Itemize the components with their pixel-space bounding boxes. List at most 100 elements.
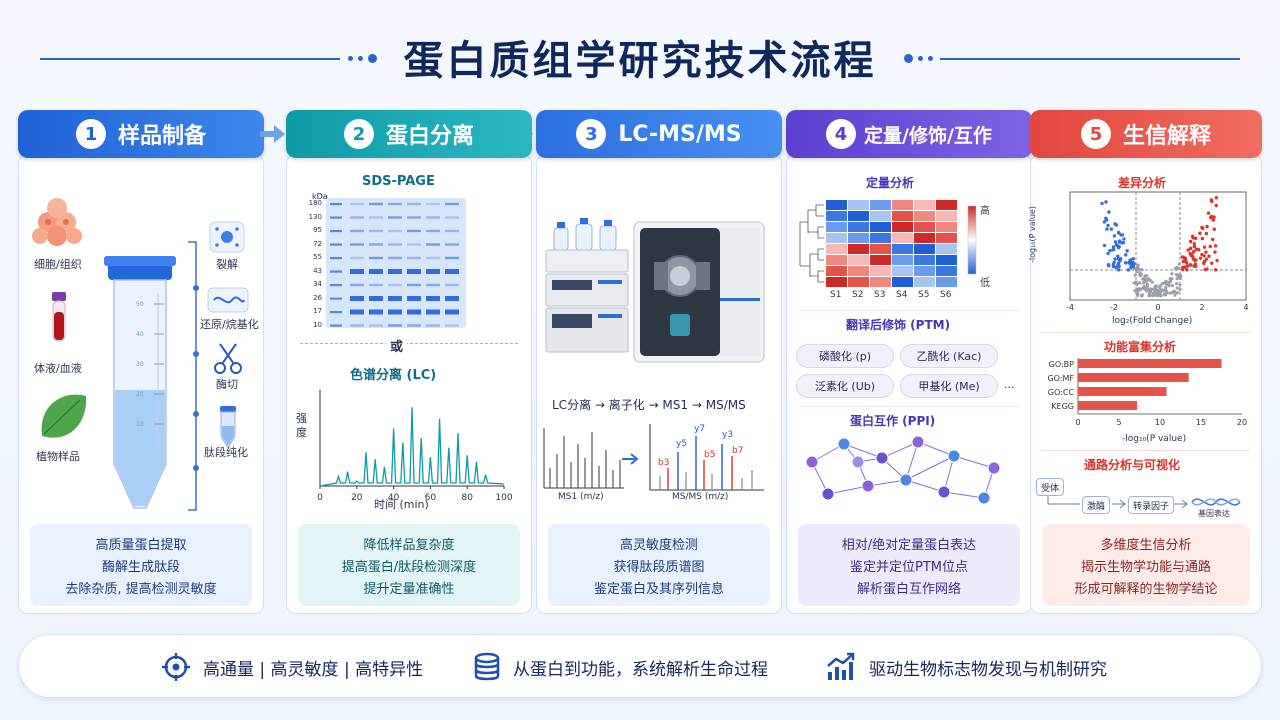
volcano-point (1138, 287, 1142, 292)
ppi-node (987, 461, 1001, 475)
gel-band (388, 324, 402, 327)
volcano-point (1106, 251, 1110, 256)
gel-band (407, 202, 421, 206)
lc-title: 色谱分离 (LC) (350, 368, 437, 383)
step-5-header: 5 生信解释 (1030, 110, 1262, 158)
enrich-tick-label: 5 (1116, 418, 1121, 427)
heatmap-cell (892, 277, 913, 287)
step-number: 5 (1080, 119, 1111, 149)
step-title: LC-MS/MS (618, 121, 742, 147)
feature-text: 高通量 | 高灵敏度 | 高特异性 (203, 659, 424, 680)
volcano-xlabel: log₂(Fold Change) (1112, 316, 1193, 326)
heatmap-cell (892, 211, 913, 221)
summary-line: 提高蛋白/肽段检测深度 (341, 559, 477, 575)
volcano-point (1210, 261, 1214, 265)
pathway-node-kinase: 激酶 (1082, 496, 1111, 514)
heatmap-sample-label: S6 (940, 290, 952, 300)
step-title: 定量/修饰/互作 (864, 124, 992, 147)
bottom-feature-bar: 高通量 | 高灵敏度 | 高特异性 从蛋白到功能，系统解析生命过程 驱动生物标志… (18, 634, 1262, 698)
quant-title: 定量分析 (866, 176, 915, 190)
heatmap-cell (870, 211, 891, 221)
ppi-edge (905, 479, 945, 493)
gel-band (388, 256, 402, 260)
volcano-point (1125, 249, 1129, 253)
volcano-point (1191, 236, 1195, 240)
volcano-point (1190, 252, 1194, 256)
volcano-point (1116, 268, 1121, 272)
volcano-point (1129, 265, 1133, 270)
volcano-point (1102, 243, 1107, 248)
volcano-point (1202, 259, 1207, 264)
pathway-title: 通路分析与可视化 (1084, 458, 1181, 472)
summary-line: 形成可解释的生物学结论 (1074, 581, 1218, 597)
volcano-point (1117, 239, 1122, 243)
volcano-point (1170, 277, 1174, 281)
volcano-point (1188, 246, 1193, 251)
ptm-phosphorylation: 磷酸化 (p) (796, 344, 894, 368)
volcano-point (1145, 282, 1149, 286)
volcano-point (1185, 264, 1190, 268)
step-number: 4 (826, 119, 857, 149)
gel-band (369, 216, 383, 219)
volcano-point (1204, 231, 1209, 236)
volcano-point (1108, 248, 1112, 253)
volcano-point (1205, 224, 1209, 229)
gel-band (350, 229, 364, 233)
pathway-node-expression: 基因表达 (1198, 509, 1230, 518)
volcano-point (1211, 237, 1215, 242)
enrich-category-label: KEGG (1051, 402, 1074, 411)
heatmap-cell (914, 222, 935, 232)
heatmap-cell (870, 244, 891, 254)
heatmap-sample-label: S1 (830, 290, 842, 300)
volcano-point (1172, 289, 1176, 293)
ppi-node (937, 485, 951, 499)
volcano-point (1213, 250, 1217, 254)
heatmap-cell (848, 233, 869, 243)
title-deco-line-left (40, 58, 340, 60)
ptm-ubiquitination: 泛素化 (Ub) (796, 374, 894, 398)
lc-tick-label: 100 (495, 493, 512, 503)
tube-tick-label: 20 (136, 391, 144, 398)
ppi-node (805, 455, 819, 469)
gel-band (426, 229, 440, 233)
gel-background (326, 198, 466, 328)
heatmap-cell (870, 255, 891, 265)
feature-text: 驱动生物标志物发现与机制研究 (869, 659, 1107, 680)
lc-xlabel: 时间 (min) (374, 498, 429, 511)
gel-band (388, 296, 402, 301)
gel-band (350, 269, 364, 274)
volcano-point (1114, 223, 1119, 227)
heatmap-cell (914, 266, 935, 276)
gel-marker-band (330, 284, 342, 287)
enrich-bar (1078, 373, 1189, 382)
volcano-point (1146, 277, 1151, 281)
heatmap-cell (870, 200, 891, 210)
gel-marker-band (330, 216, 342, 219)
gel-band (426, 324, 440, 327)
gel-band (350, 202, 364, 206)
gel-marker-label: 26 (313, 293, 322, 302)
volcano-point (1100, 201, 1104, 206)
volcano-tick-label: 2 (1199, 303, 1204, 312)
heatmap-cell (936, 222, 957, 232)
sample-label-cells: 细胞/组织 (34, 258, 82, 271)
target-icon (162, 653, 190, 681)
volcano-point (1143, 279, 1147, 284)
volcano-point (1111, 248, 1115, 252)
enrich-bar (1078, 387, 1167, 396)
enrich-xlabel: -log₁₀(P value) (1122, 434, 1187, 444)
gel-band (350, 243, 364, 246)
gel-band (369, 283, 383, 287)
lc-trace (319, 407, 505, 487)
heatmap-cell (892, 222, 913, 232)
volcano-point (1178, 287, 1182, 292)
volcano-point (1200, 225, 1204, 230)
gel-band (369, 202, 383, 206)
volcano-point (1104, 216, 1108, 221)
volcano-point (1115, 264, 1120, 268)
heatmap-cell (848, 244, 869, 254)
volcano-point (1154, 284, 1158, 288)
summary-line: 解析蛋白互作网络 (856, 581, 961, 597)
heatmap-cell (848, 255, 869, 265)
